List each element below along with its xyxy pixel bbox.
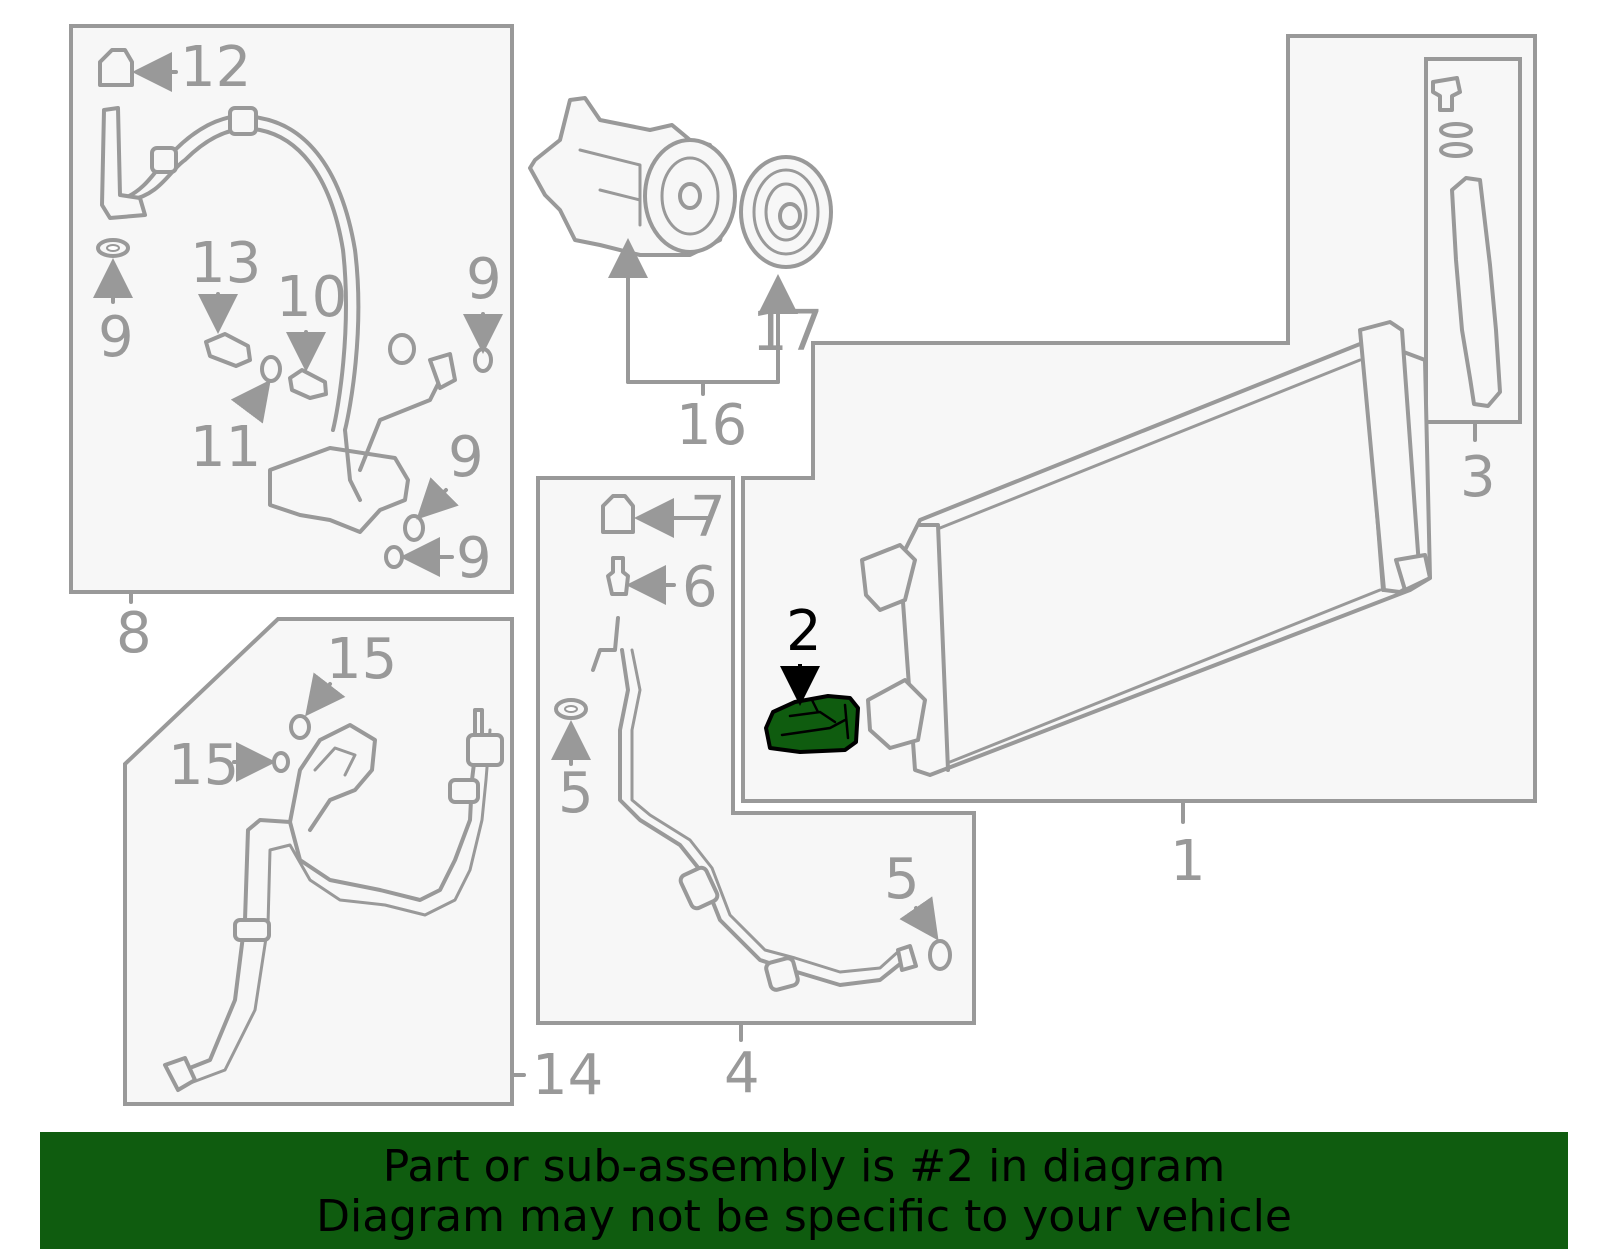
group-liquid-line: 7 6 5 5 4 [536,476,976,1106]
plug-3-icon [1431,76,1462,112]
callout-5-left: 5 [558,761,594,826]
callout-16: 16 [676,393,747,458]
callout-4: 4 [724,1041,760,1106]
callout-2: 2 [786,599,822,664]
callout-1: 1 [1170,829,1206,894]
callout-11: 11 [190,415,261,480]
washer-9-low-icon [384,545,404,569]
callout-9-right: 9 [466,247,502,312]
seal-15-upper-icon [289,714,311,740]
callout-13: 13 [190,231,261,296]
banner-line-2: Diagram may not be specific to your vehi… [316,1191,1292,1242]
manifold-block [268,446,410,534]
callout-10: 10 [276,265,347,330]
callout-14: 14 [532,1043,603,1108]
hose-fitting-top [100,106,147,220]
callout-8: 8 [116,601,152,666]
info-banner: Part or sub-assembly is #2 in diagram Di… [40,1132,1568,1249]
box-14 [123,617,514,1106]
group-discharge-hose: 12 9 13 10 11 9 9 9 8 [69,24,514,666]
callout-9-mid: 9 [448,425,484,490]
callout-7: 7 [690,485,726,550]
valve-6-icon [606,556,630,596]
drier-element-3 [1450,176,1502,408]
washer-9-right-icon [473,347,493,373]
callout-15-upper: 15 [326,627,397,692]
cap-12-icon [98,48,134,87]
seal-15-lower-icon [272,751,290,773]
callout-3: 3 [1460,445,1496,510]
group-suction-hose: 15 15 14 [123,617,603,1108]
seal-5-right-icon [928,939,952,971]
group-compressor: 17 16 [528,96,833,458]
washer-9-mid-icon [403,514,425,542]
callout-6: 6 [682,555,718,620]
sensor-13-icon [204,332,252,368]
callout-9-left: 9 [98,305,134,370]
callout-9-low: 9 [456,526,492,591]
seal-11-icon [260,355,282,383]
callout-12: 12 [180,35,251,100]
callout-15-lower: 15 [168,733,239,798]
suction-hose [170,728,480,1077]
callout-5-right: 5 [884,847,920,912]
banner-line-1: Part or sub-assembly is #2 in diagram [382,1141,1226,1192]
cap-7-icon [601,494,635,534]
group-condenser: 3 2 1 [741,34,1537,894]
box-4 [536,476,976,1025]
